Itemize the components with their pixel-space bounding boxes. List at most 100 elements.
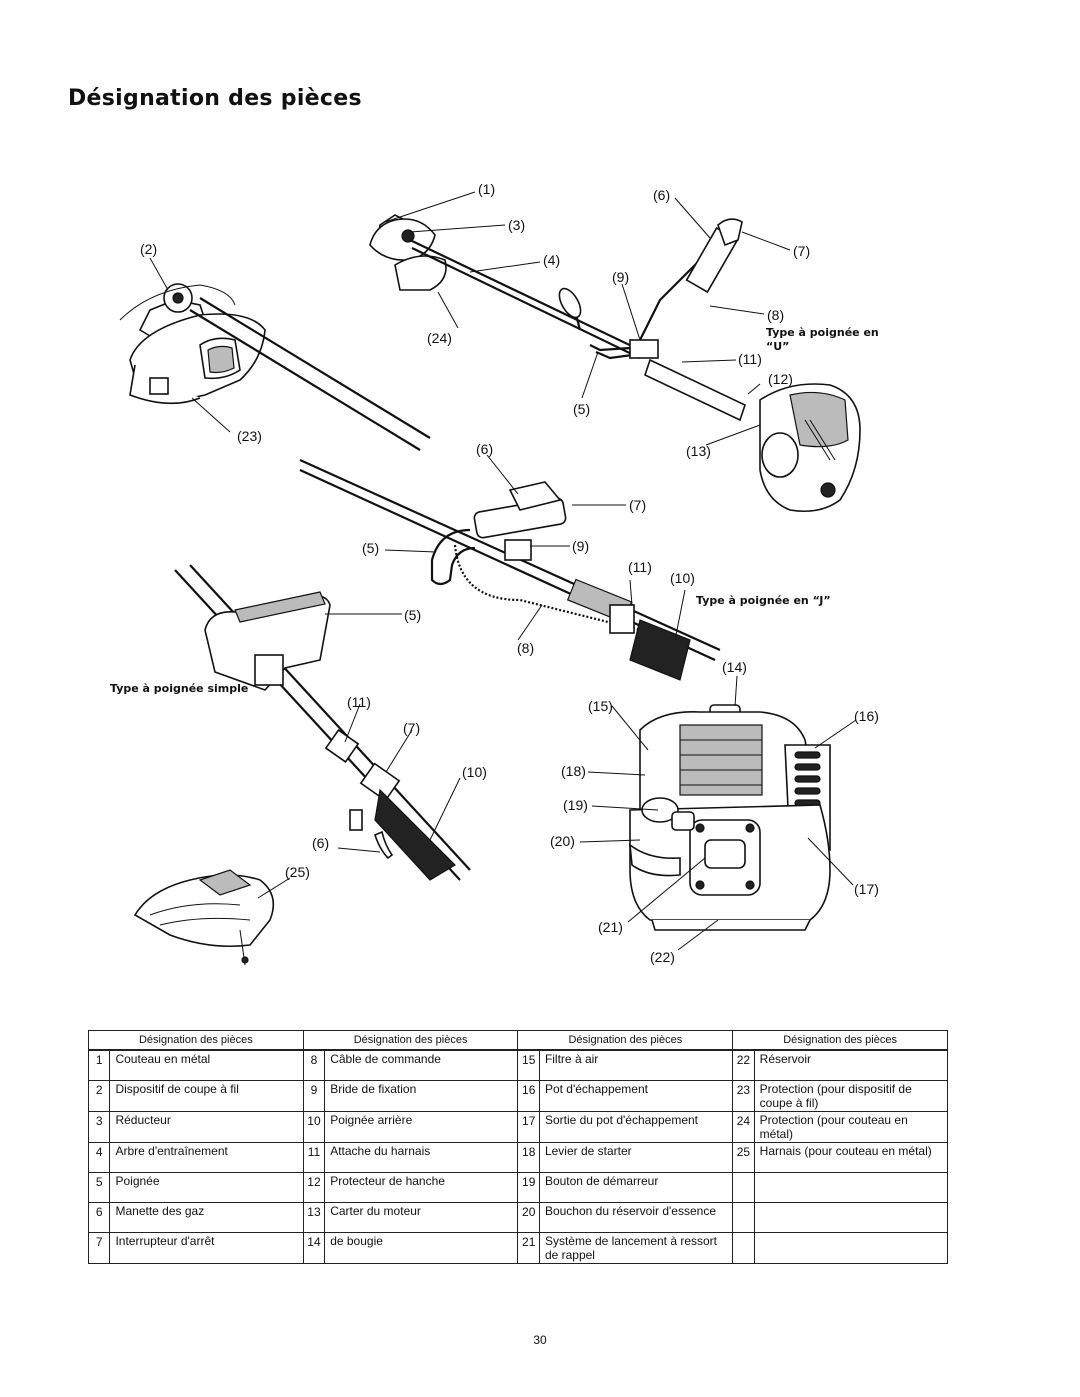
part-name-cell: Dispositif de coupe à fil bbox=[109, 1079, 304, 1112]
parts-table: Désignation des pièces Désignation des p… bbox=[87, 1030, 949, 1264]
caption-u-handle-line1: Type à poignée en bbox=[766, 326, 879, 339]
part-name-cell: Interrupteur d'arrêt bbox=[109, 1231, 304, 1264]
callout-11-s: (11) bbox=[347, 694, 371, 710]
column-header: Désignation des pièces bbox=[732, 1030, 948, 1051]
part-name-cell bbox=[753, 1171, 949, 1203]
part-number-cell: 16 bbox=[517, 1079, 540, 1112]
callout-25: (25) bbox=[285, 864, 310, 880]
part-number-cell: 15 bbox=[517, 1049, 540, 1081]
part-name-cell: de bougie bbox=[324, 1231, 519, 1264]
part-number-cell: 25 bbox=[732, 1141, 755, 1173]
single-handle-illustration bbox=[174, 564, 471, 881]
callout-16: (16) bbox=[854, 708, 879, 724]
part-name-cell: Poignée bbox=[109, 1171, 304, 1203]
part-number-cell: 21 bbox=[517, 1231, 540, 1264]
callout-14: (14) bbox=[722, 659, 747, 675]
callout-1: (1) bbox=[478, 181, 495, 197]
callout-6-j: (6) bbox=[476, 441, 493, 457]
u-handle-brushcutter-illustration bbox=[369, 214, 861, 513]
callout-6: (6) bbox=[653, 187, 670, 203]
part-name-cell: Bride de fixation bbox=[324, 1079, 519, 1112]
part-number-cell: 4 bbox=[87, 1141, 111, 1173]
part-number-cell: 5 bbox=[87, 1171, 111, 1203]
callout-9-j: (9) bbox=[572, 538, 589, 554]
part-name-cell: Sortie du pot d'échappement bbox=[538, 1110, 734, 1143]
part-number-cell: 7 bbox=[87, 1231, 111, 1264]
part-number-cell: 14 bbox=[302, 1231, 326, 1264]
engine-illustration bbox=[629, 704, 831, 931]
part-name-cell: Protection (pour dispositif de coupe à f… bbox=[753, 1079, 949, 1112]
part-number-cell bbox=[732, 1231, 755, 1264]
part-number-cell: 24 bbox=[732, 1110, 755, 1143]
part-number-cell: 22 bbox=[732, 1049, 755, 1081]
part-name-cell: Réservoir bbox=[753, 1049, 949, 1081]
part-name-cell: Bouton de démarreur bbox=[538, 1171, 734, 1203]
callout-8: (8) bbox=[767, 307, 784, 323]
part-name-cell: Système de lancement à ressort de rappel bbox=[538, 1231, 734, 1264]
callout-15: (15) bbox=[588, 698, 613, 714]
j-handle-illustration bbox=[430, 481, 691, 681]
part-name-cell: Attache du harnais bbox=[324, 1141, 519, 1173]
callout-10-j: (10) bbox=[670, 570, 695, 586]
part-number-cell: 1 bbox=[87, 1049, 111, 1081]
column-header: Désignation des pièces bbox=[302, 1030, 519, 1051]
caption-j-handle: Type à poignée en “J” bbox=[696, 594, 831, 607]
callout-19: (19) bbox=[563, 797, 588, 813]
muffler-fins bbox=[794, 751, 821, 807]
part-name-cell: Carter du moteur bbox=[324, 1201, 519, 1233]
part-number-cell: 23 bbox=[732, 1079, 755, 1112]
part-number-cell: 18 bbox=[517, 1141, 540, 1173]
callout-22: (22) bbox=[650, 949, 675, 965]
callout-21: (21) bbox=[598, 919, 623, 935]
part-name-cell: Levier de starter bbox=[538, 1141, 734, 1173]
part-name-cell: Protecteur de hanche bbox=[324, 1171, 519, 1203]
part-number-cell: 13 bbox=[302, 1201, 326, 1233]
callout-18: (18) bbox=[561, 763, 586, 779]
part-number-cell: 9 bbox=[302, 1079, 326, 1112]
caption-u-handle-line2: “U” bbox=[766, 340, 789, 353]
part-name-cell: Poignée arrière bbox=[324, 1110, 519, 1143]
part-name-cell: Couteau en métal bbox=[109, 1049, 304, 1081]
part-name-cell bbox=[753, 1201, 949, 1233]
callout-20: (20) bbox=[550, 833, 575, 849]
part-number-cell: 17 bbox=[517, 1110, 540, 1143]
part-number-cell: 2 bbox=[87, 1079, 111, 1112]
callout-5-j: (5) bbox=[362, 540, 379, 556]
parts-diagram: (1) (2) (3) (4) (5) (6) (7) (8) (9) (11)… bbox=[110, 181, 879, 966]
callout-17: (17) bbox=[854, 881, 879, 897]
callout-10-s: (10) bbox=[462, 764, 487, 780]
part-name-cell: Harnais (pour couteau en métal) bbox=[753, 1141, 949, 1173]
callout-12: (12) bbox=[768, 371, 793, 387]
callout-24: (24) bbox=[427, 330, 452, 346]
part-number-cell: 20 bbox=[517, 1201, 540, 1233]
callout-11-j: (11) bbox=[628, 559, 652, 575]
callout-7-j: (7) bbox=[629, 497, 646, 513]
part-number-cell bbox=[732, 1171, 755, 1203]
part-number-cell: 10 bbox=[302, 1110, 326, 1143]
callout-5: (5) bbox=[573, 401, 590, 417]
part-name-cell: Protection (pour couteau en métal) bbox=[753, 1110, 949, 1143]
callout-11: (11) bbox=[738, 351, 762, 367]
leader-lines bbox=[149, 191, 857, 951]
harness-illustration bbox=[133, 869, 275, 966]
callout-7-s: (7) bbox=[403, 720, 420, 736]
part-number-cell: 8 bbox=[302, 1049, 326, 1081]
part-name-cell: Câble de commande bbox=[324, 1049, 519, 1081]
column-header: Désignation des pièces bbox=[517, 1030, 734, 1051]
string-trimmer-head-illustration bbox=[119, 283, 431, 451]
part-number-cell bbox=[732, 1201, 755, 1233]
page-title: Désignation des pièces bbox=[68, 86, 362, 111]
part-name-cell: Filtre à air bbox=[538, 1049, 734, 1081]
part-name-cell: Arbre d'entraînement bbox=[109, 1141, 304, 1173]
callout-23: (23) bbox=[237, 428, 262, 444]
part-number-cell: 12 bbox=[302, 1171, 326, 1203]
column-header: Désignation des pièces bbox=[88, 1030, 304, 1051]
callout-3: (3) bbox=[508, 217, 525, 233]
page-number: 30 bbox=[533, 1333, 547, 1347]
callout-2: (2) bbox=[140, 241, 157, 257]
